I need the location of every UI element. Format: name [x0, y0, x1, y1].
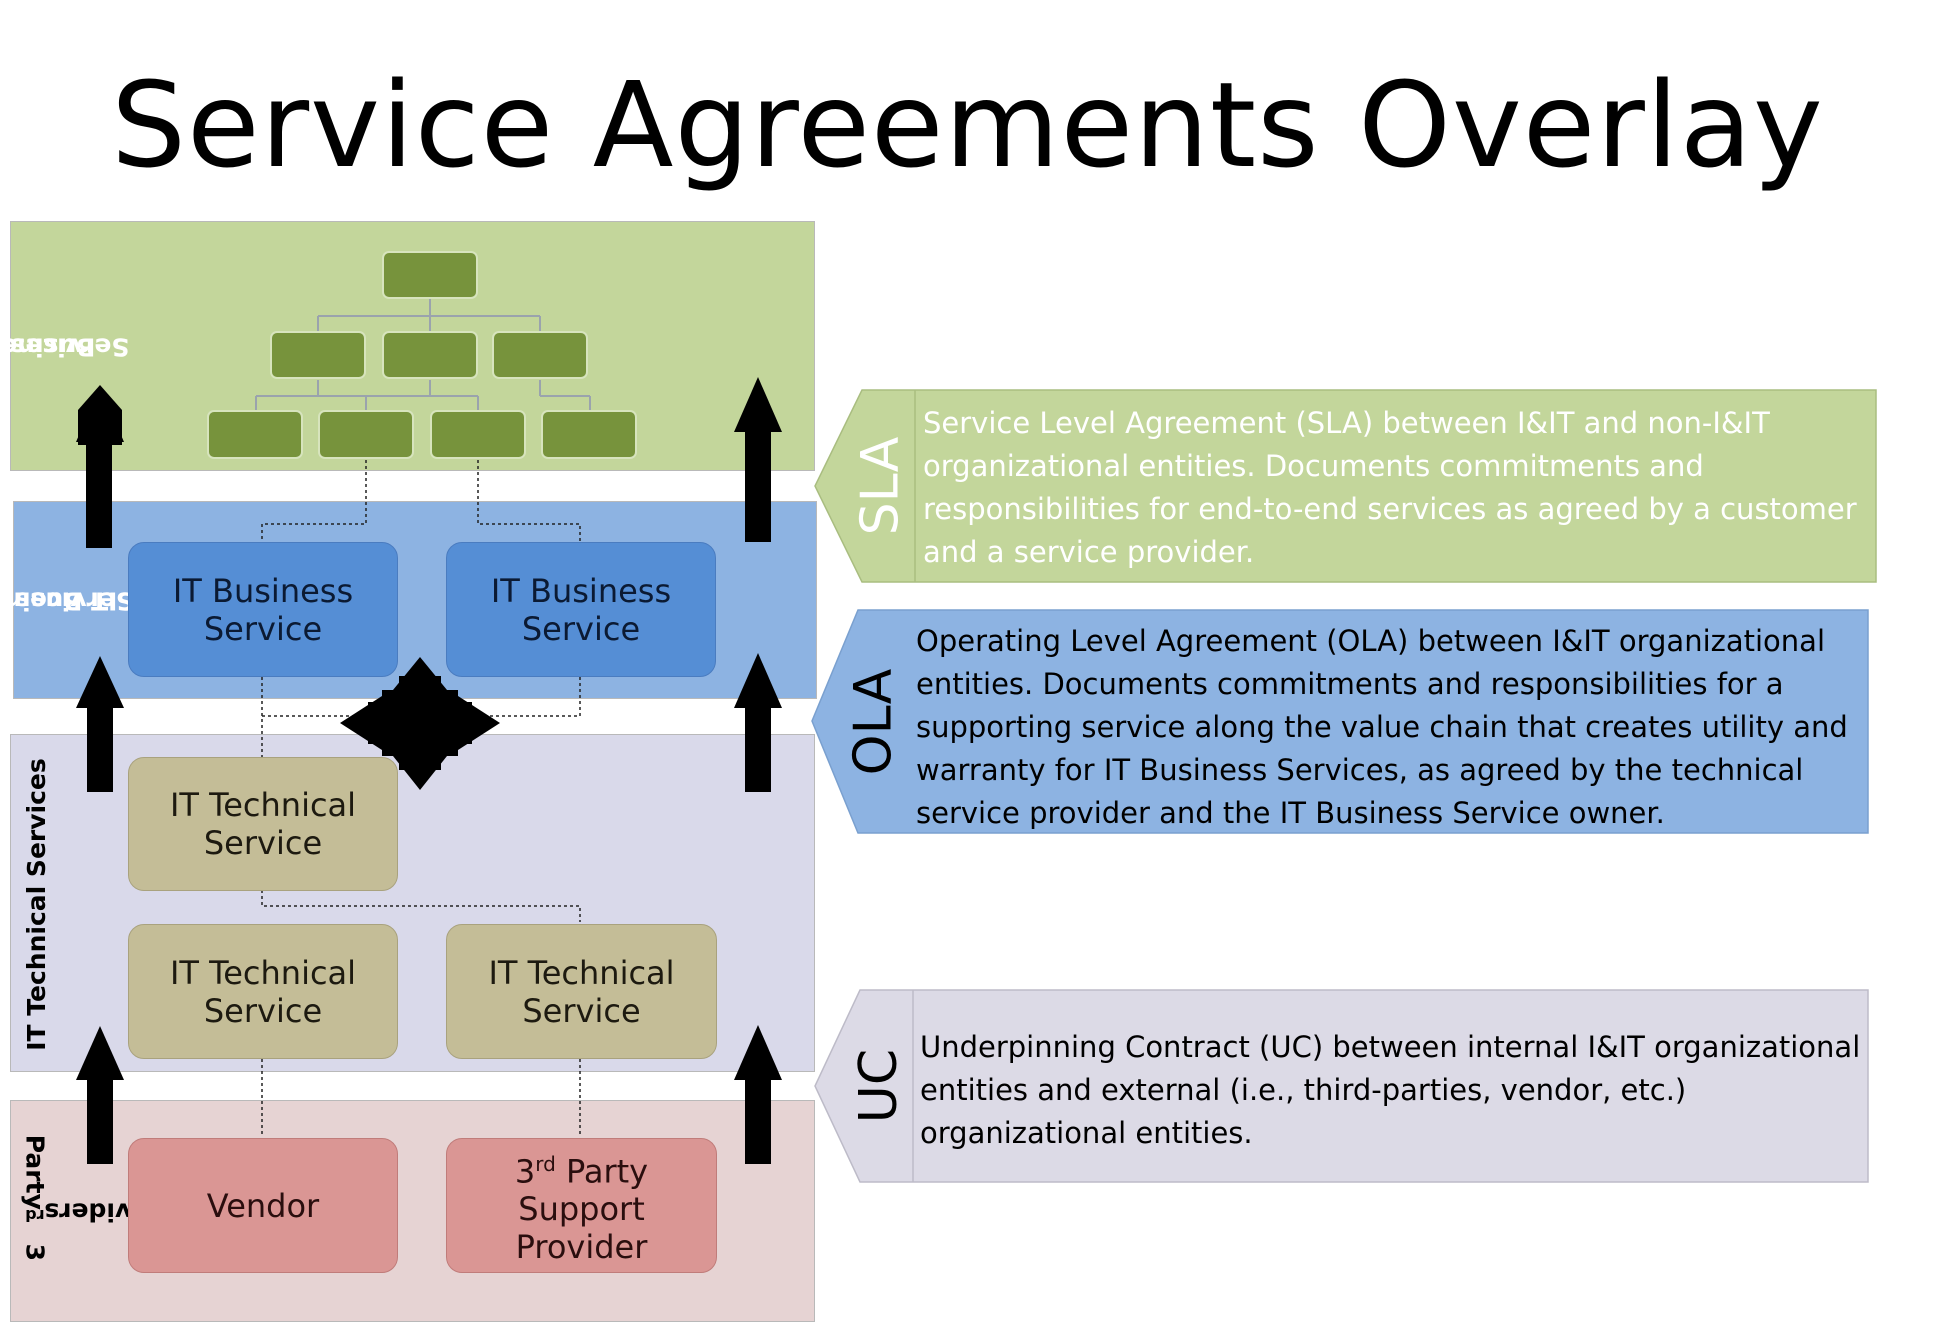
- third-party-support-provider-box[interactable]: 3rd Party Support Provider: [446, 1138, 717, 1273]
- up-arrow-icon: [76, 1026, 124, 1080]
- vendor-box[interactable]: Vendor: [128, 1138, 398, 1273]
- up-arrow-icon: [734, 377, 782, 432]
- box-line: IT Business: [172, 571, 354, 610]
- up-arrow-icon: [734, 1025, 782, 1080]
- up-arrow-icon: [734, 653, 782, 708]
- org-node-level3: [318, 410, 414, 459]
- four-way-arrow-icon: [340, 657, 500, 790]
- up-arrow-icon: [76, 386, 124, 442]
- org-node-root: [382, 251, 478, 299]
- dependency-lines: [261, 460, 581, 1135]
- box-line: Service: [203, 609, 323, 648]
- ola-description: Operating Level Agreement (OLA) between …: [916, 624, 1848, 830]
- org-node-level2: [492, 331, 588, 379]
- up-arrow-shaft: [745, 424, 771, 542]
- uc-tag: UC: [845, 990, 913, 1182]
- box-line: IT Technical: [169, 953, 357, 992]
- up-arrow-shaft: [745, 1072, 771, 1164]
- ola-tag-text: OLA: [843, 668, 904, 775]
- box-line: 3rd Party: [514, 1151, 649, 1191]
- org-node-level2: [382, 331, 478, 379]
- org-node-level3: [541, 410, 637, 459]
- box-line: Service: [203, 991, 323, 1030]
- box-line: Support: [518, 1190, 645, 1229]
- org-tree-lines: [255, 298, 591, 412]
- box-line: Vendor: [206, 1186, 320, 1225]
- box-line: Service: [203, 824, 323, 862]
- page-title: Service Agreements Overlay: [111, 56, 1824, 194]
- up-arrow-icon: [76, 656, 124, 708]
- sla-description: Service Level Agreement (SLA) between I&…: [923, 406, 1857, 569]
- box-line: Service: [522, 991, 641, 1030]
- up-arrow-shaft: [745, 700, 771, 792]
- org-node-level3: [207, 410, 303, 459]
- box-line: Service: [521, 609, 641, 648]
- up-arrow-shaft: [87, 700, 113, 792]
- sla-tag: SLA: [845, 390, 915, 582]
- box-line: IT Technical: [488, 953, 675, 992]
- right-up-arrows: [734, 377, 782, 1164]
- box-line: IT Business: [490, 571, 672, 610]
- left-up-arrows: [76, 385, 124, 1164]
- org-node-level2: [270, 331, 366, 379]
- uc-description: Underpinning Contract (UC) between inter…: [920, 1030, 1861, 1150]
- ola-tag: OLA: [838, 610, 908, 833]
- uc-tag-text: UC: [849, 1048, 909, 1124]
- up-arrow-shaft: [87, 1072, 113, 1164]
- box-line: IT Technical: [169, 786, 357, 824]
- org-node-level3: [430, 410, 526, 459]
- box-line: Provider: [515, 1228, 648, 1267]
- sla-tag-text: SLA: [850, 436, 910, 536]
- up-arrow-shaft: [86, 430, 112, 548]
